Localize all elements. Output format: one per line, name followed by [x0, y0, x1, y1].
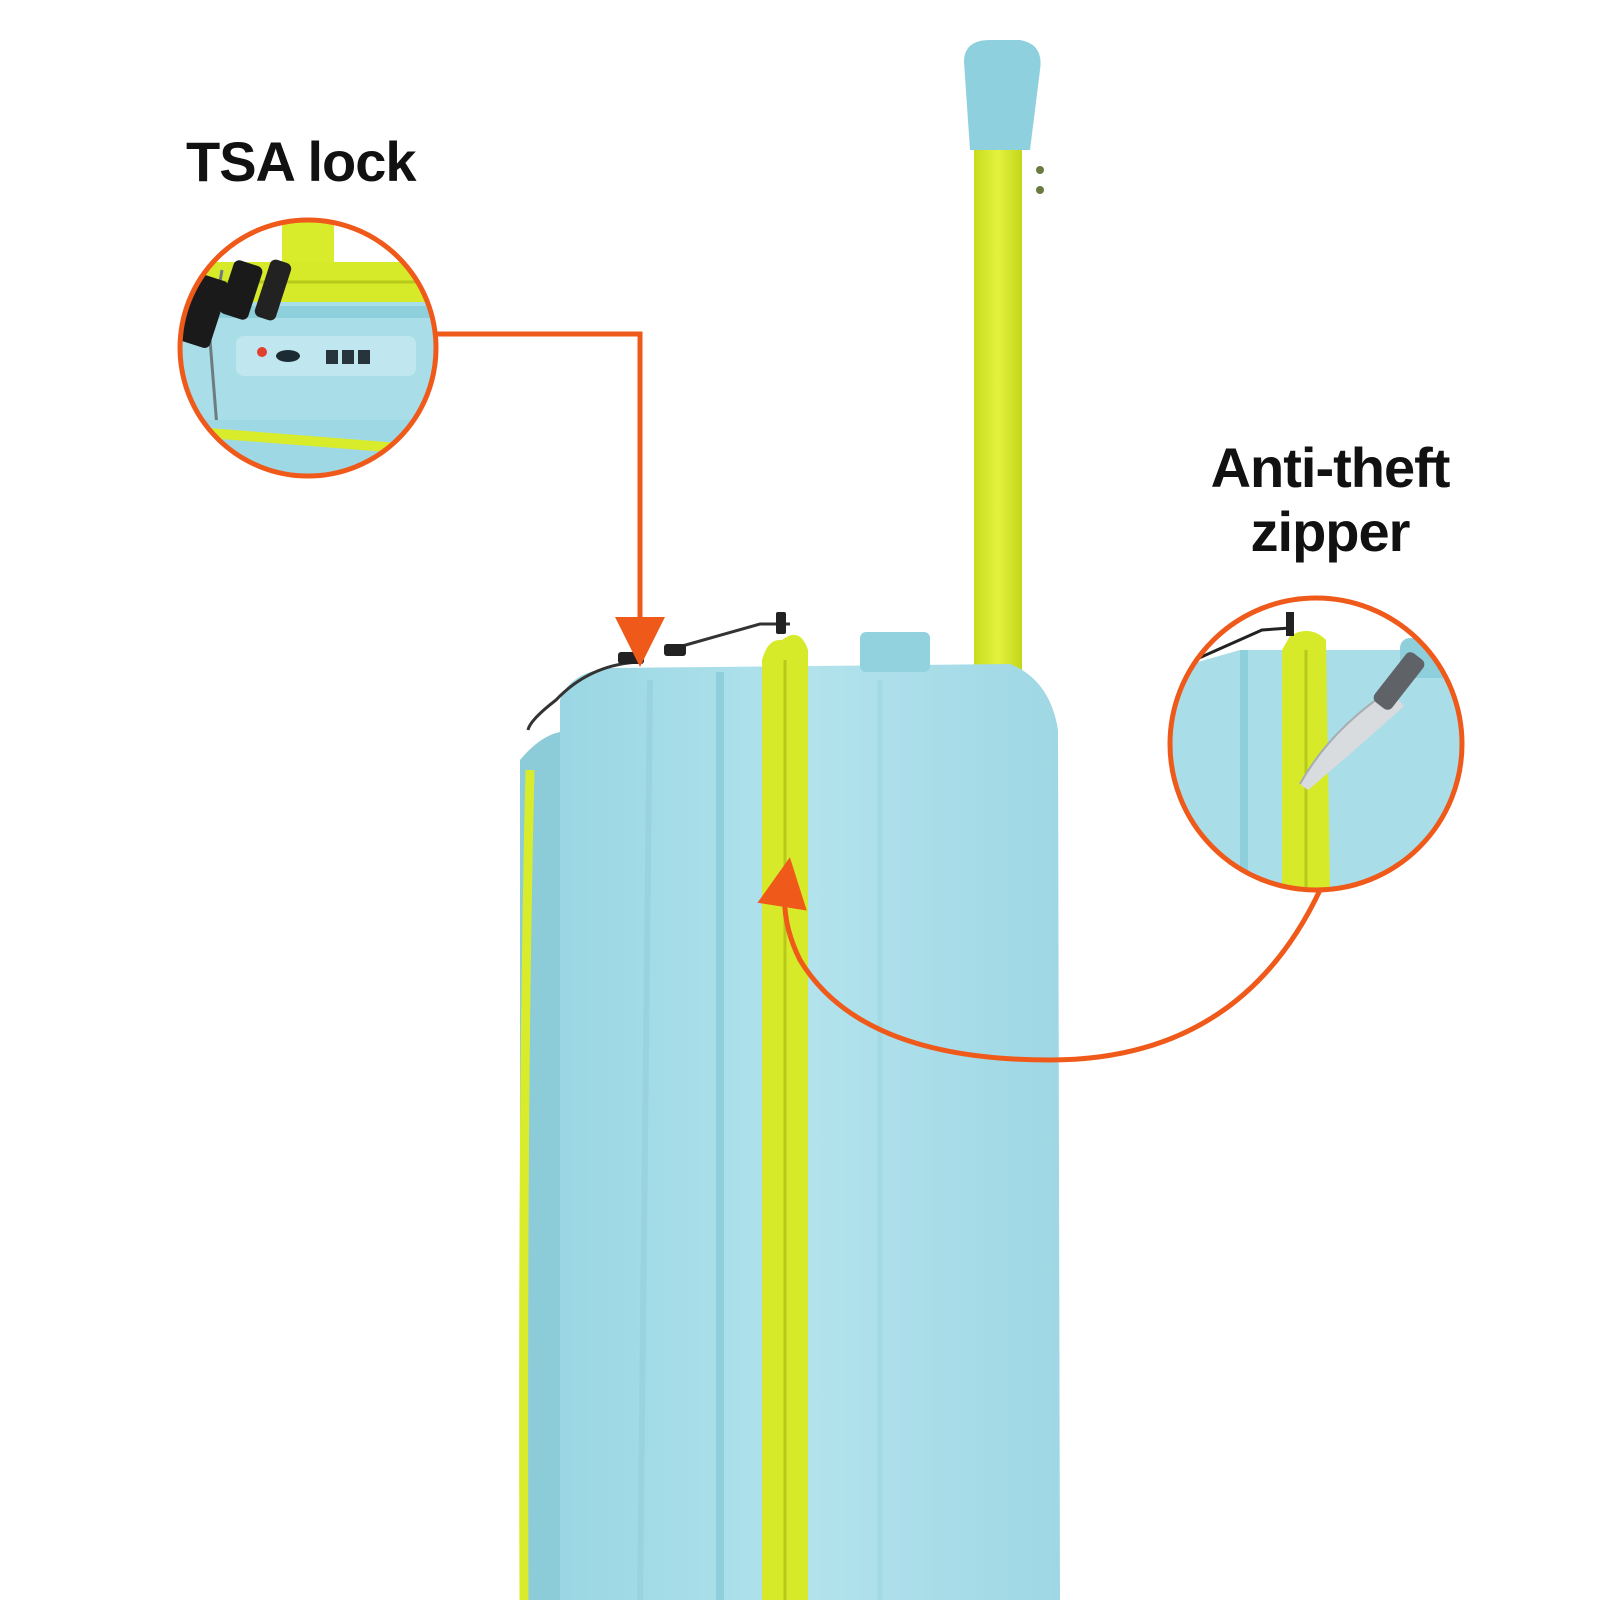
tsa-lock-closeup — [177, 217, 439, 479]
anti-theft-line2: zipper — [1250, 500, 1411, 564]
anti-theft-zipper-label: Anti-theft zipper — [1190, 436, 1470, 565]
suitcase-body — [519, 612, 1060, 1600]
callout-arrow-tsa — [436, 331, 665, 667]
tsa-lock-label: TSA lock — [186, 130, 417, 193]
trolley-handle — [964, 40, 1044, 700]
knife-on-zipper-closeup — [1167, 595, 1465, 893]
callout-arrow-zipper — [757, 857, 1323, 1063]
anti-theft-line1: Anti-theft — [1210, 436, 1451, 499]
